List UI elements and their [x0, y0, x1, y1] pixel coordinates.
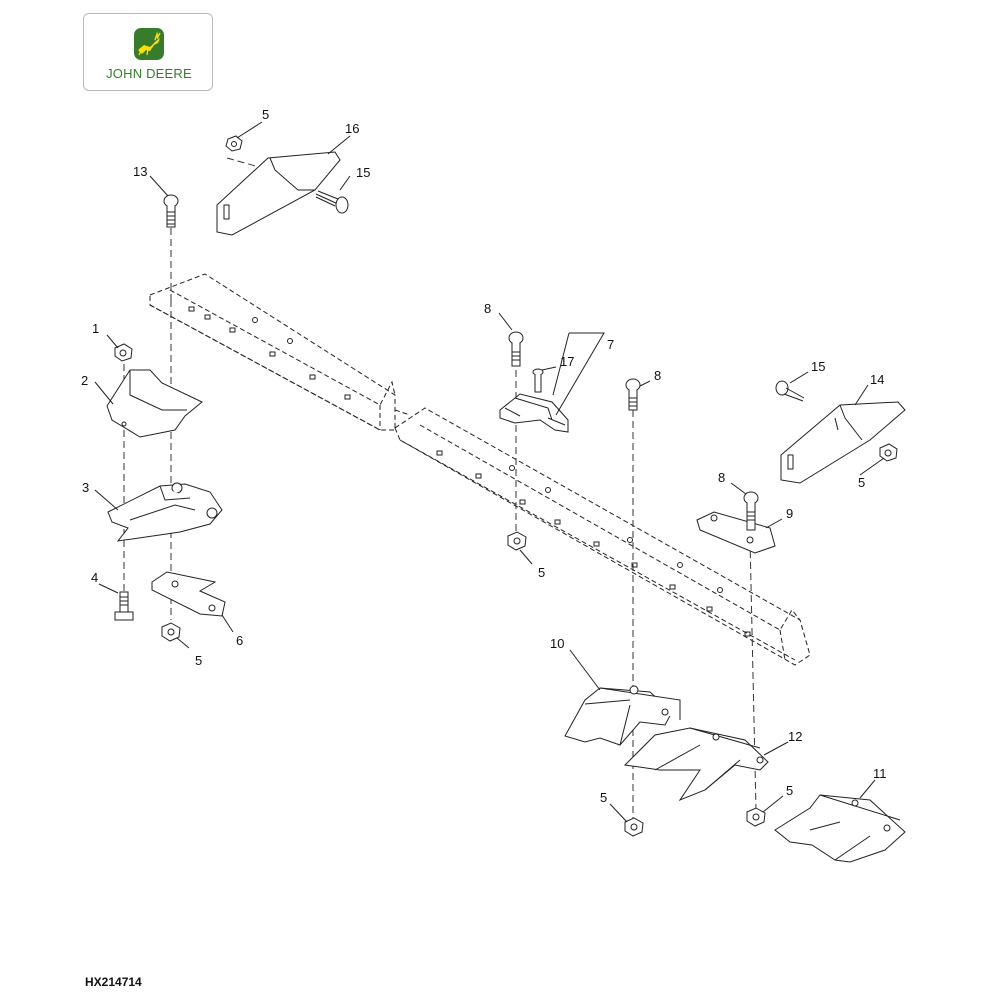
- callout-13: 13: [133, 164, 147, 179]
- leader-lines: [94, 121, 885, 823]
- figure-id: HX214714: [85, 975, 142, 989]
- part-11-knife-section: [774, 794, 906, 863]
- part-9-plate: [696, 511, 776, 554]
- part-16-bracket: [216, 151, 341, 236]
- callout-5: 5: [858, 475, 865, 490]
- part-1-nut: [114, 343, 133, 362]
- callout-8: 8: [484, 301, 491, 316]
- callout-5: 5: [538, 565, 545, 580]
- part-17-bolt: [532, 368, 544, 393]
- part-13-carriage-bolt: [163, 194, 179, 228]
- callout-14: 14: [870, 372, 884, 387]
- callout-11: 11: [873, 766, 887, 781]
- part-2-plate: [106, 369, 203, 438]
- part-15-bolt-upper: [315, 190, 349, 214]
- part-8-bolt-middle: [625, 378, 641, 411]
- cutterbar-holes: [188, 306, 751, 637]
- part-8-bolt-center: [508, 331, 524, 367]
- part-14-bracket: [780, 401, 906, 484]
- part-15-bolt-right: [775, 380, 805, 402]
- part-5-nut-bottom-right: [746, 807, 766, 827]
- part-8-bolt-right: [743, 491, 759, 531]
- callout-16: 16: [345, 121, 359, 136]
- callout-2: 2: [81, 373, 88, 388]
- part-3-guard: [107, 482, 223, 542]
- callout-12: 12: [788, 729, 802, 744]
- part-4-bolt: [114, 591, 134, 621]
- cutterbar-section-left: [149, 273, 411, 431]
- callout-5: 5: [195, 653, 202, 668]
- part-5-nut-right: [879, 443, 898, 462]
- part-5-nut-center: [507, 531, 527, 551]
- cutterbar-section-right: [394, 407, 811, 666]
- deer-emblem-icon: [134, 28, 164, 60]
- part-12-knife-section: [623, 727, 769, 802]
- callout-5: 5: [262, 107, 269, 122]
- callout-4: 4: [91, 570, 98, 585]
- callout-6: 6: [236, 633, 243, 648]
- brand-name: JOHN DEERE: [106, 66, 192, 81]
- callout-8: 8: [654, 368, 661, 383]
- part-10-knife-section: [564, 685, 681, 746]
- callout-15: 15: [811, 359, 825, 374]
- callout-5: 5: [600, 790, 607, 805]
- part-5-nut-lower-left: [161, 622, 181, 642]
- part-5-nut-bottom-center: [624, 817, 644, 837]
- callout-1: 1: [92, 321, 99, 336]
- callout-5: 5: [786, 783, 793, 798]
- callout-17: 17: [560, 354, 574, 369]
- callout-8: 8: [718, 470, 725, 485]
- callouts: 1 2 3 4 5 5 5 5 5 5 6 7 8 8 8 9 10 11 12…: [81, 107, 887, 805]
- part-7-clamp: [499, 393, 569, 433]
- part-6-clip: [151, 571, 226, 617]
- callout-15: 15: [356, 165, 370, 180]
- callout-3: 3: [82, 480, 89, 495]
- callout-10: 10: [550, 636, 564, 651]
- callout-9: 9: [786, 506, 793, 521]
- callout-7: 7: [607, 337, 614, 352]
- john-deere-logo: JOHN DEERE: [83, 13, 213, 91]
- part-5-nut-top: [225, 135, 243, 152]
